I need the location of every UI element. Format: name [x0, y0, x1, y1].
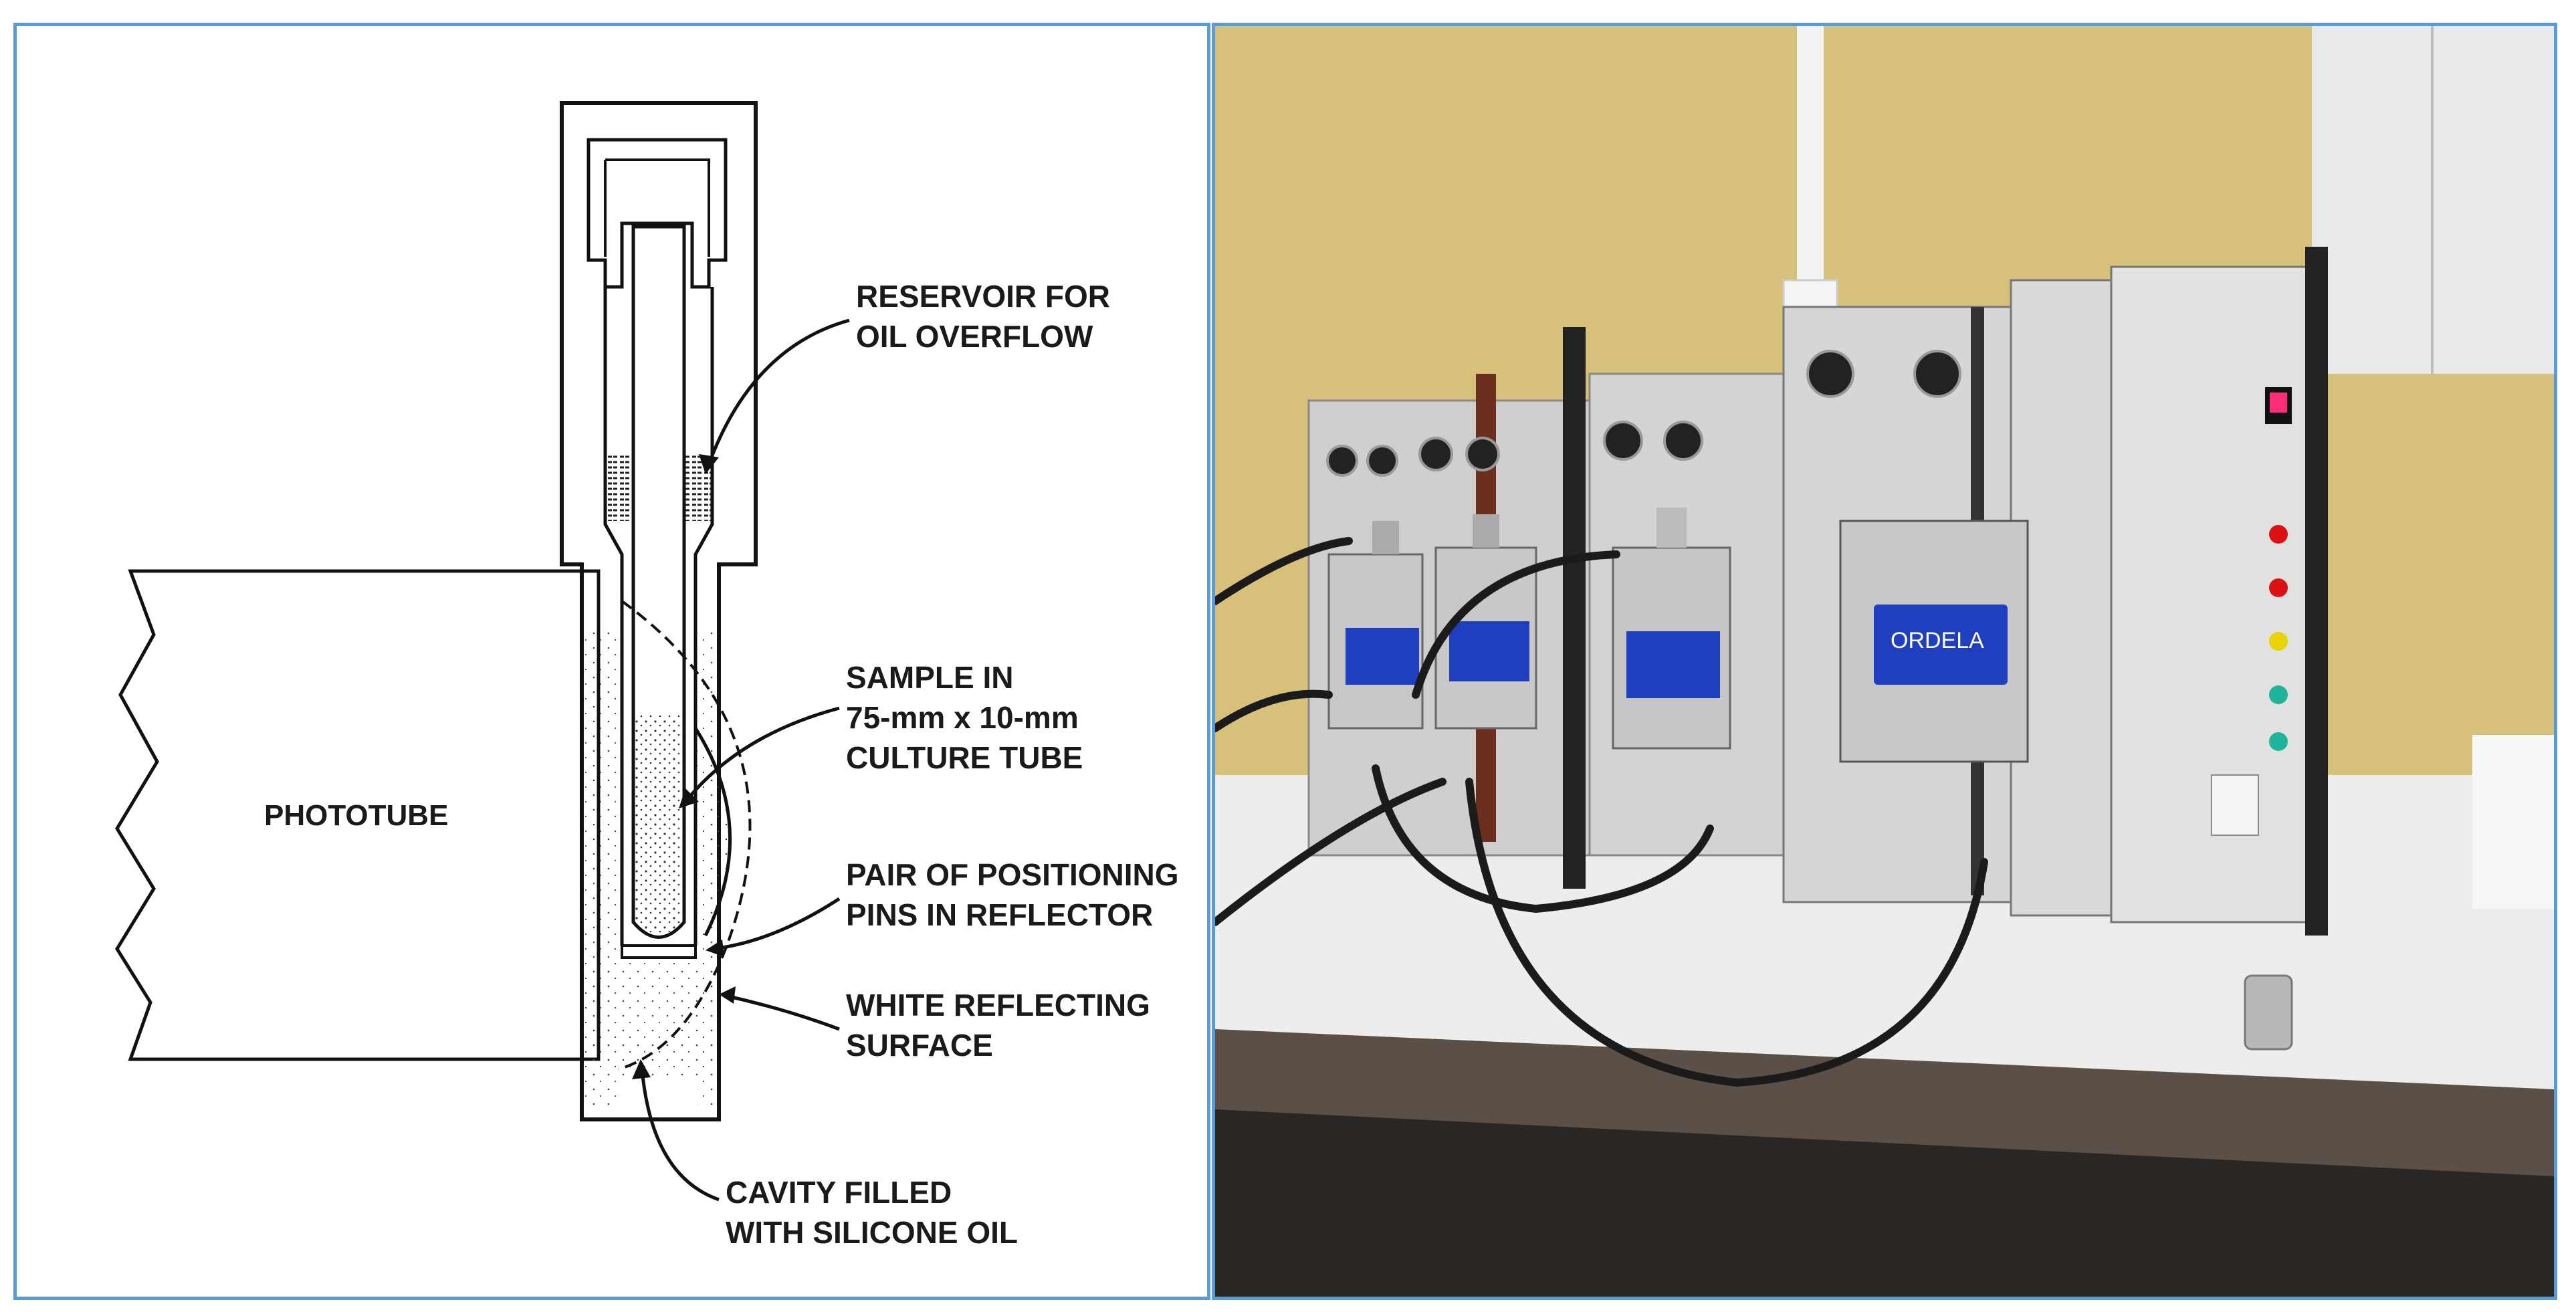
pins-label: PAIR OF POSITIONING PINS IN REFLECTOR — [846, 857, 1187, 932]
instrument-photo: ORDELA — [1212, 23, 2557, 1300]
power-switch — [2270, 393, 2287, 413]
phototube-label: PHOTOTUBE — [264, 799, 448, 832]
ordela-label: ORDELA — [1891, 628, 1984, 653]
paper-towels — [2472, 735, 2554, 909]
wall-conduit — [1797, 26, 1824, 320]
banana-jacks — [2269, 525, 2288, 751]
reservoir-left — [607, 454, 632, 521]
reflecting-surface-label: WHITE REFLECTING SURFACE — [846, 988, 1159, 1063]
sample-label: SAMPLE IN 75-mm x 10-mm CULTURE TUBE — [846, 660, 1087, 775]
reservoir-label: RESERVOIR FOR OIL OVERFLOW — [856, 279, 1119, 354]
detector-units: ORDELA — [1327, 508, 2029, 763]
cavity-label: CAVITY FILLED WITH SILICONE OIL — [726, 1175, 1018, 1250]
adapter-fitting — [2244, 974, 2293, 1051]
asset-tag — [2211, 774, 2259, 836]
detector-diagram: PHOTOTUBE — [115, 101, 1187, 1250]
knobs — [1326, 350, 1961, 477]
silicone-oil-cavity — [585, 959, 716, 1079]
positioning-pins — [621, 944, 697, 959]
tube-cap — [586, 138, 728, 289]
housing-outline — [560, 101, 758, 1121]
sample-liquid — [635, 715, 683, 935]
cables — [1215, 537, 1988, 1087]
instrument-rack-illustration: ORDELA — [1215, 26, 2554, 1297]
diagram-panel: PHOTOTUBE — [13, 23, 1210, 1300]
